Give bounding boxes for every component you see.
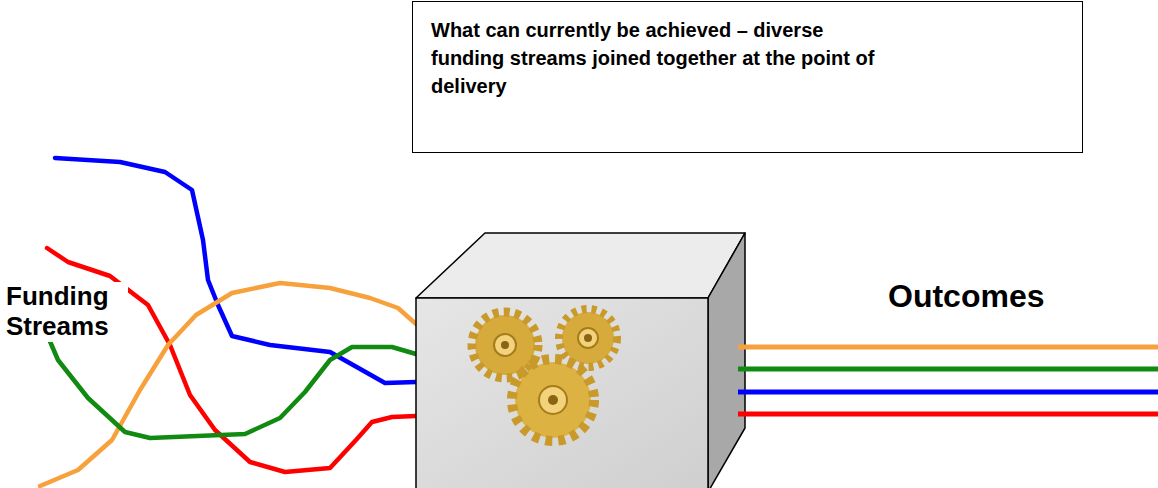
delivery-cube: [416, 233, 745, 488]
outcome-line: [738, 390, 1158, 395]
outcome-lines: [738, 347, 1158, 414]
callout-box: What can currently be achieved – diverse…: [412, 1, 1083, 153]
outcome-line: [738, 367, 1158, 372]
cube-top: [416, 233, 745, 298]
gear-icon: [512, 359, 594, 441]
input-label: Funding Streams: [4, 282, 128, 342]
callout-text: What can currently be achieved – diverse…: [431, 16, 901, 100]
output-label: Outcomes: [886, 278, 1046, 315]
cube-side: [708, 233, 745, 488]
outcome-line: [738, 412, 1158, 417]
gears: [472, 309, 617, 441]
cube-front: [416, 298, 708, 488]
outcome-line: [738, 345, 1158, 350]
gear-icon: [559, 309, 617, 367]
gear-icon: [472, 312, 538, 378]
